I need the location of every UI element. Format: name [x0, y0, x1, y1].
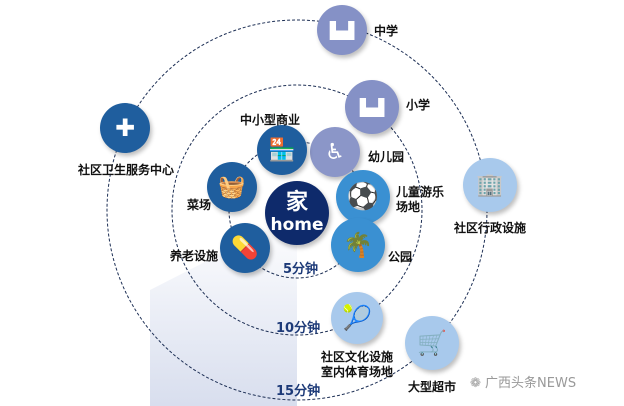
- label-health: 社区卫生服务中心: [78, 163, 175, 177]
- label-supermarket: 大型超市: [408, 380, 457, 394]
- home-word: home: [270, 215, 324, 235]
- label-kindergarten: 幼儿园: [368, 150, 405, 164]
- label-middle-school: 中学: [374, 24, 399, 38]
- watermark-text: 广西头条NEWS: [485, 376, 577, 391]
- home-char: 家: [285, 190, 308, 215]
- home-icon: 家 home: [265, 181, 329, 245]
- label-elderly: 养老设施: [170, 249, 219, 263]
- basket-icon: 🧺: [207, 162, 257, 212]
- tennis-racket-icon: 🎾: [331, 292, 383, 344]
- ring-label-15min: 15分钟: [276, 384, 321, 399]
- watermark: ❁ 广西头条NEWS: [470, 372, 576, 391]
- building-icon: 🏢: [463, 158, 517, 212]
- medical-kit-icon: ✚: [100, 103, 150, 153]
- label-playground-2: 场地: [396, 200, 421, 214]
- label-admin: 社区行政设施: [454, 221, 527, 235]
- label-culture-2: 室内体育场地: [321, 365, 394, 379]
- medicine-icon: 💊: [220, 223, 270, 273]
- ring-label-10min: 10分钟: [276, 321, 321, 336]
- shopping-cart-icon: 🛒: [405, 316, 459, 370]
- shop-icon: 🏪: [257, 125, 307, 175]
- label-park: 公园: [388, 250, 413, 264]
- label-playground-1: 儿童游乐: [396, 185, 445, 199]
- school-building-icon: ▙▟: [345, 80, 399, 134]
- school-building-icon: ▙▟: [317, 5, 367, 55]
- ring-label-5min: 5分钟: [283, 262, 319, 277]
- label-market: 菜场: [187, 198, 212, 212]
- label-primary-school: 小学: [406, 98, 431, 112]
- wechat-icon: ❁: [470, 376, 486, 391]
- soccer-ball-icon: ⚽: [336, 170, 390, 224]
- stroller-icon: ♿: [310, 127, 360, 177]
- ring-10min: [171, 84, 423, 336]
- label-culture: 社区文化设施室内体育场地: [321, 350, 393, 380]
- label-playground: 儿童游乐场地: [396, 185, 444, 215]
- palm-tree-icon: 🌴: [331, 218, 385, 272]
- label-culture-1: 社区文化设施: [321, 350, 394, 364]
- label-commerce: 中小型商业: [240, 113, 301, 127]
